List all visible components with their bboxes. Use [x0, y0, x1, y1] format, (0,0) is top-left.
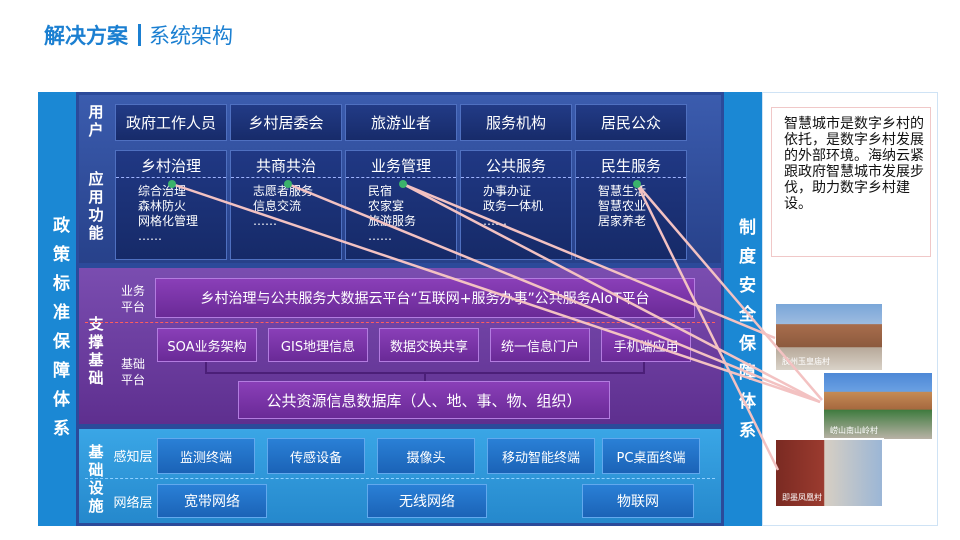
business-platform-label: 业务平台: [120, 284, 145, 314]
blue-dashed-divider: [85, 478, 715, 479]
base-platform-item: GIS地理信息: [268, 328, 368, 362]
function-title: 公共服务: [461, 151, 571, 178]
perception-layer-label: 感知层: [113, 450, 153, 465]
public-database: 公共资源信息数据库（人、地、事、物、组织）: [238, 381, 610, 419]
user-cell: 乡村居委会: [230, 104, 342, 141]
village-photo: 即墨凤凰村: [774, 438, 884, 508]
business-platform: 乡村治理与公共服务大数据云平台“互联网+服务办事”公共服务AIoT平台: [155, 278, 695, 318]
function-lines: 智慧生活 智慧农业 居家养老: [598, 184, 647, 228]
function-block: 乡村治理 综合治理 森林防火 网格化管理 ……: [115, 150, 227, 260]
base-platform-item: 统一信息门户: [490, 328, 590, 362]
village-photo: 胶州玉皇庙村: [774, 302, 884, 372]
base-platform-item: 数据交换共享: [379, 328, 479, 362]
photo-caption: 胶州玉皇庙村: [782, 357, 830, 366]
perception-item: PC桌面终端: [602, 438, 700, 474]
function-block: 业务管理 民宿 农家宴 旅游服务 ……: [345, 150, 457, 260]
title-divider: [138, 24, 141, 46]
page-title: 解决方案系统架构: [44, 20, 233, 50]
network-item: 宽带网络: [157, 484, 267, 518]
base-platform-item: SOA业务架构: [157, 328, 257, 362]
user-cell: 旅游业者: [345, 104, 457, 141]
function-title: 共商共治: [231, 151, 341, 178]
network-layer-label: 网络层: [113, 496, 153, 511]
perception-item: 移动智能终端: [487, 438, 595, 474]
function-title: 乡村治理: [116, 151, 226, 178]
network-item: 物联网: [582, 484, 694, 518]
title-main: 解决方案: [44, 24, 128, 48]
function-title: 业务管理: [346, 151, 456, 178]
photo-caption: 即墨凤凰村: [782, 493, 822, 502]
infrastructure-label: 基础设施: [88, 443, 104, 515]
red-dashed-divider: [85, 322, 715, 323]
user-cell: 服务机构: [460, 104, 572, 141]
right-sidebar-label: 制度安全保障体系: [735, 218, 755, 450]
perception-item: 摄像头: [377, 438, 475, 474]
summary-note: 智慧城市是数字乡村的依托，是数字乡村发展的外部环境。海纳云紧跟政府智慧城市发展步…: [771, 107, 931, 257]
function-block: 民生服务 智慧生活 智慧农业 居家养老: [575, 150, 687, 260]
base-platform-item: 手机端应用: [601, 328, 691, 362]
title-sub: 系统架构: [149, 24, 233, 48]
function-lines: 办事办证 政务一体机 ……: [483, 184, 544, 228]
users-label: 用户: [88, 103, 104, 139]
function-block: 公共服务 办事办证 政务一体机 ……: [460, 150, 572, 260]
photo-caption: 崂山南山岭村: [830, 426, 878, 435]
functions-label: 应用功能: [88, 170, 104, 242]
user-cell: 居民公众: [575, 104, 687, 141]
function-title: 民生服务: [576, 151, 686, 178]
base-platform-label: 基础平台: [120, 357, 145, 387]
function-block: 共商共治 志愿者服务 信息交流 ……: [230, 150, 342, 260]
network-item: 无线网络: [367, 484, 487, 518]
connector-stem: [424, 373, 426, 381]
left-sidebar-label: 政策标准保障体系: [49, 216, 69, 448]
function-lines: 志愿者服务 信息交流 ……: [253, 184, 314, 228]
right-sidebar: 制度安全保障体系: [724, 92, 762, 526]
function-lines: 民宿 农家宴 旅游服务 ……: [368, 184, 417, 243]
left-sidebar: 政策标准保障体系: [38, 92, 76, 526]
perception-item: 监测终端: [157, 438, 255, 474]
user-cell: 政府工作人员: [115, 104, 227, 141]
perception-item: 传感设备: [267, 438, 365, 474]
village-photo: 崂山南山岭村: [822, 371, 934, 441]
function-lines: 综合治理 森林防火 网格化管理 ……: [138, 184, 199, 243]
support-label: 支撑基础: [88, 315, 104, 387]
